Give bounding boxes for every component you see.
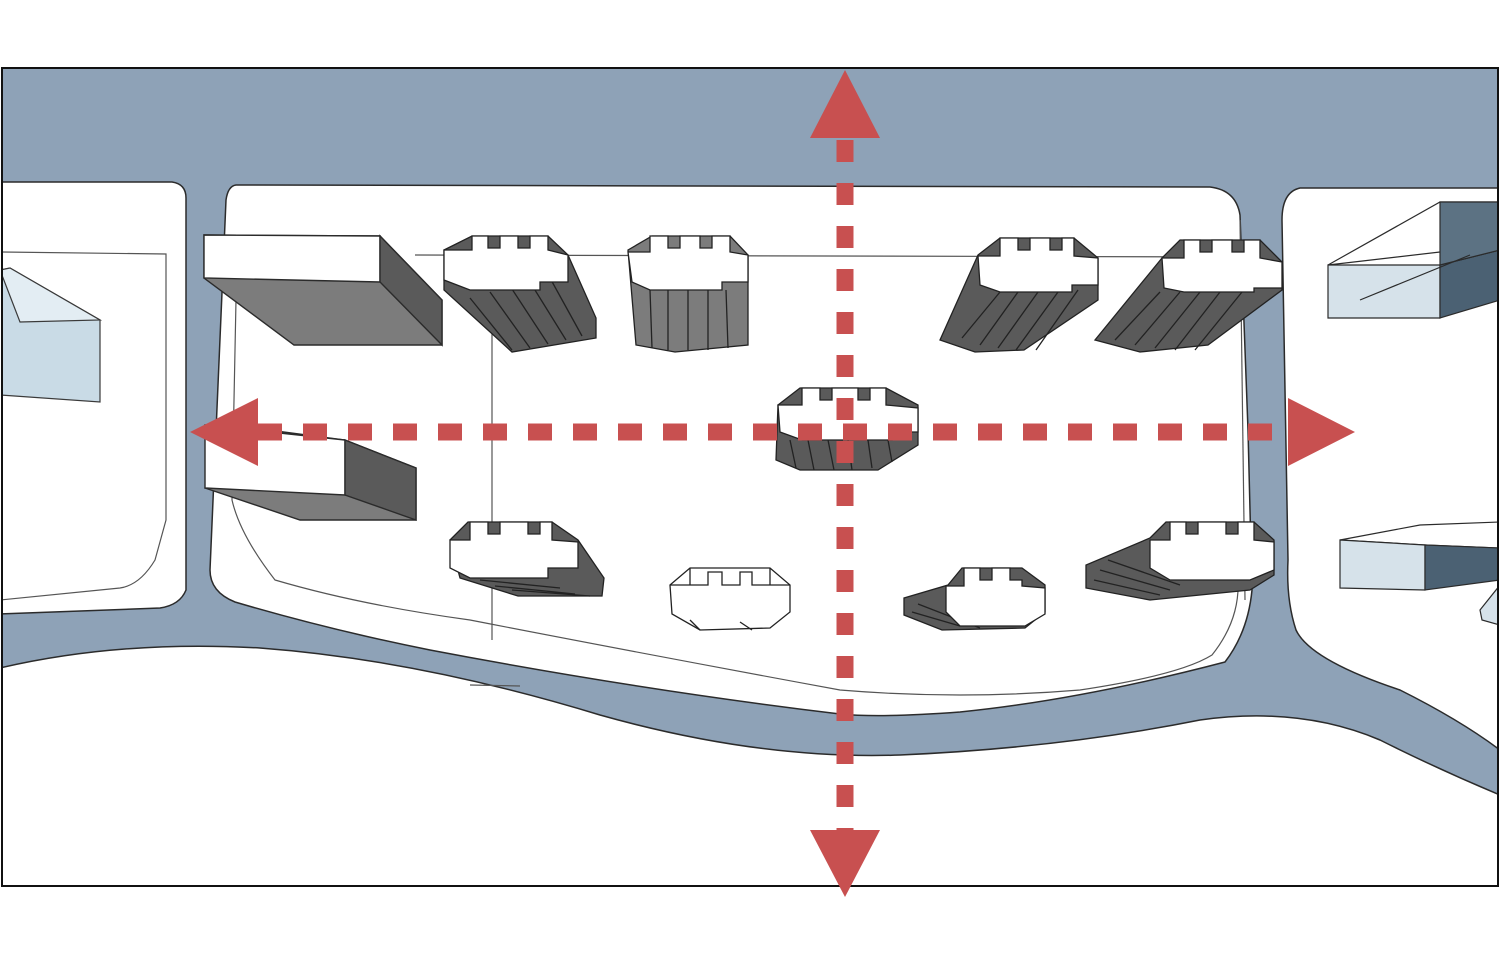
tower-row3-2 <box>669 567 791 631</box>
parcel-south <box>2 645 1498 886</box>
tower-row3-4 <box>1085 521 1275 601</box>
tower-row3-1 <box>449 521 605 597</box>
north-arrowhead <box>810 70 880 138</box>
east-west-axis <box>190 398 1355 466</box>
tower-row1-3 <box>939 237 1099 353</box>
neighbor-building-east-north <box>1327 201 1498 319</box>
south-arrowhead <box>810 830 880 897</box>
east-arrowhead <box>1288 398 1355 466</box>
north-south-axis <box>810 70 880 897</box>
tower-row3-3 <box>903 567 1046 631</box>
diagram-frame <box>1 67 1499 887</box>
tower-row1-1 <box>443 235 597 353</box>
neighbor-building-west <box>2 267 103 403</box>
tower-row1-4 <box>1093 239 1283 353</box>
tower-row1-2 <box>627 235 749 353</box>
parcel-east <box>1281 187 1498 750</box>
west-arrowhead <box>190 398 258 466</box>
neighbor-building-east-south <box>1339 521 1498 626</box>
podium-block-northwest <box>203 234 443 347</box>
